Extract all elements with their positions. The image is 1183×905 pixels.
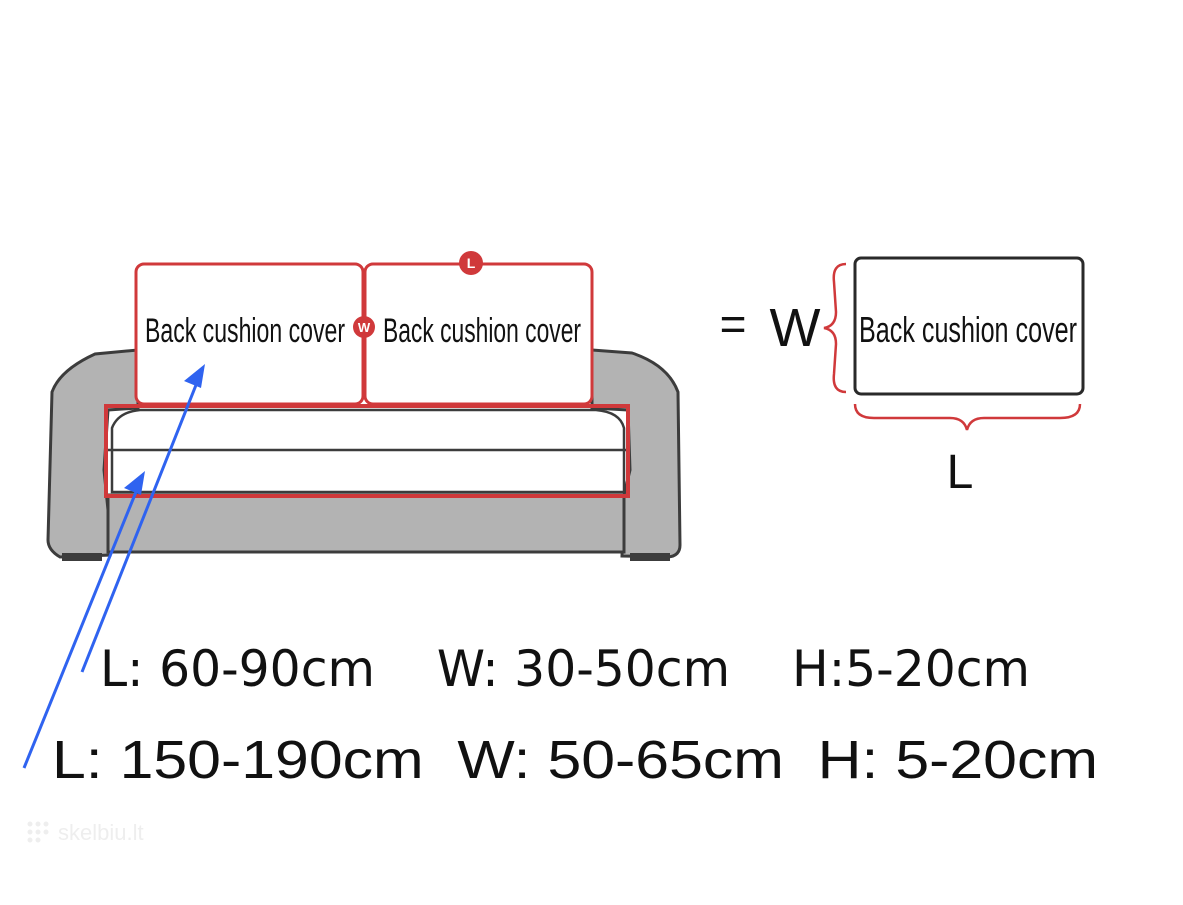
- arrow-to-seat-cushion-head: [124, 471, 145, 495]
- detail-width-label: W: [770, 298, 821, 358]
- arrow-to-back-cushion: [80, 379, 200, 673]
- detail-cushion: [853, 256, 1085, 396]
- width-marker-label: W: [358, 320, 371, 335]
- sofa-base: [106, 493, 626, 554]
- width-brace: [823, 262, 847, 394]
- watermark: skelbiu.lt: [27, 820, 144, 845]
- length-marker-label: L: [467, 255, 476, 271]
- width-marker-badge: [353, 316, 375, 338]
- detail-cushion-label: Back cushion cover: [859, 309, 1077, 350]
- seat-cushion-highlight: [104, 404, 630, 498]
- watermark-text: skelbiu.lt: [58, 820, 144, 845]
- length-brace: [853, 403, 1082, 431]
- equals-sign: =: [720, 298, 747, 350]
- arrow-to-seat-cushion: [22, 486, 140, 769]
- sofa-illustration: Back cushion cover Back cushion cover W …: [46, 251, 682, 561]
- pointer-arrows: [22, 364, 205, 769]
- sofa-foot-left: [62, 553, 102, 561]
- arrow-to-back-cushion-head: [184, 364, 205, 388]
- length-marker-badge: [459, 251, 483, 275]
- seat-cushion-dimensions: L: 150-190cm W: 50-65cm H: 5-20cm: [52, 730, 1098, 790]
- back-cushion-dimensions: L: 60-90cm W: 30-50cm H:5-20cm: [100, 640, 1030, 698]
- sofa-foot-right: [630, 553, 670, 561]
- back-cushion-right-label: Back cushion cover: [383, 312, 581, 350]
- watermark-logo-icon: [27, 821, 49, 843]
- cushion-detail: = W Back cushion cover L: [720, 256, 1085, 499]
- detail-length-label: L: [947, 446, 974, 499]
- back-cushion-left-label: Back cushion cover: [145, 312, 345, 350]
